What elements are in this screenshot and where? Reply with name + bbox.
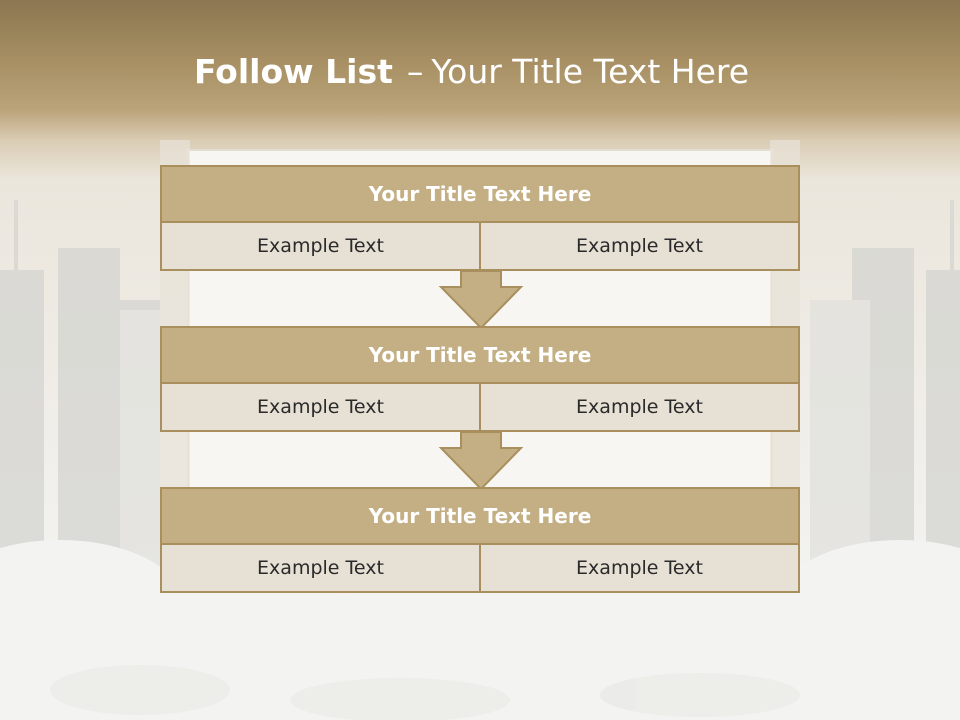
slide-title-bold: Follow List [193, 52, 393, 91]
step-title-2: Your Title Text Here [160, 326, 800, 384]
down-arrow-icon [438, 431, 524, 491]
down-arrow-icon [438, 270, 524, 330]
slide-title-separator: – [406, 52, 424, 91]
step-3-right-cell: Example Text [481, 545, 800, 593]
step-1-right-cell: Example Text [481, 223, 800, 271]
step-row-2: Example Text Example Text [160, 384, 800, 432]
step-title-3: Your Title Text Here [160, 487, 800, 545]
step-block-3: Your Title Text Here Example Text Exampl… [160, 487, 800, 593]
step-block-1: Your Title Text Here Example Text Exampl… [160, 165, 800, 271]
slide-title-text: Your Title Text Here [431, 52, 750, 91]
step-1-left-cell: Example Text [160, 223, 481, 271]
step-row-3: Example Text Example Text [160, 545, 800, 593]
step-block-2: Your Title Text Here Example Text Exampl… [160, 326, 800, 432]
step-3-left-cell: Example Text [160, 545, 481, 593]
slide-title: Follow List–Your Title Text Here [0, 52, 943, 91]
step-title-1: Your Title Text Here [160, 165, 800, 223]
step-2-left-cell: Example Text [160, 384, 481, 432]
step-2-right-cell: Example Text [481, 384, 800, 432]
step-row-1: Example Text Example Text [160, 223, 800, 271]
